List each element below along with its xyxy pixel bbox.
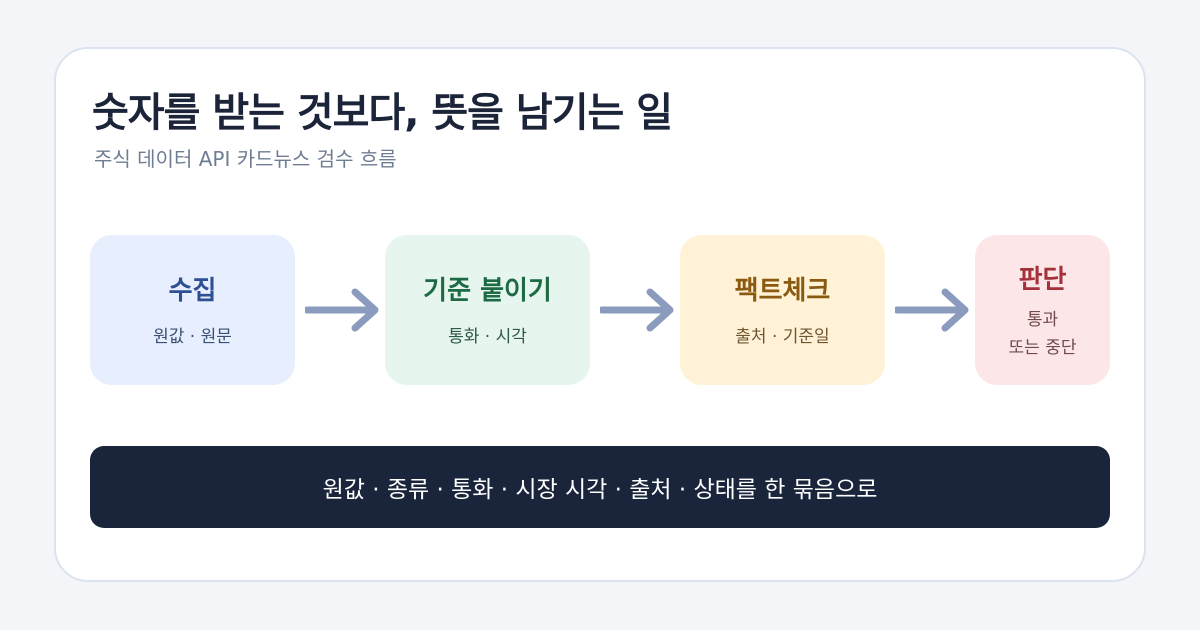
step-title: 팩트체크 [734, 275, 831, 306]
step-desc: 출처 · 기준일 [735, 326, 830, 347]
step-title: 판단 [1018, 264, 1067, 295]
step-fact-check: 팩트체크 출처 · 기준일 [680, 235, 885, 385]
arrow-right-icon [305, 288, 379, 332]
step-judgment: 판단 통과 또는 중단 [975, 235, 1110, 385]
arrow-right-icon [600, 288, 674, 332]
step-desc: 통과 또는 중단 [1009, 306, 1077, 362]
step-desc: 통화 · 시각 [448, 326, 527, 347]
step-attach-basis: 기준 붙이기 통화 · 시각 [385, 235, 590, 385]
step-collect: 수집 원값 · 원문 [90, 235, 295, 385]
arrow-right-icon [895, 288, 969, 332]
step-desc-line: 통과 [1026, 309, 1059, 330]
step-title: 수집 [168, 275, 217, 306]
summary-banner: 원값 · 종류 · 통화 · 시장 시각 · 출처 · 상태를 한 묶음으로 [90, 446, 1110, 528]
page-title: 숫자를 받는 것보다, 뜻을 남기는 일 [92, 90, 673, 136]
page-subtitle: 주식 데이터 API 카드뉴스 검수 흐름 [94, 147, 397, 171]
step-title: 기준 붙이기 [423, 275, 552, 306]
step-desc: 원값 · 원문 [153, 326, 232, 347]
step-desc-line: 또는 중단 [1008, 337, 1077, 358]
